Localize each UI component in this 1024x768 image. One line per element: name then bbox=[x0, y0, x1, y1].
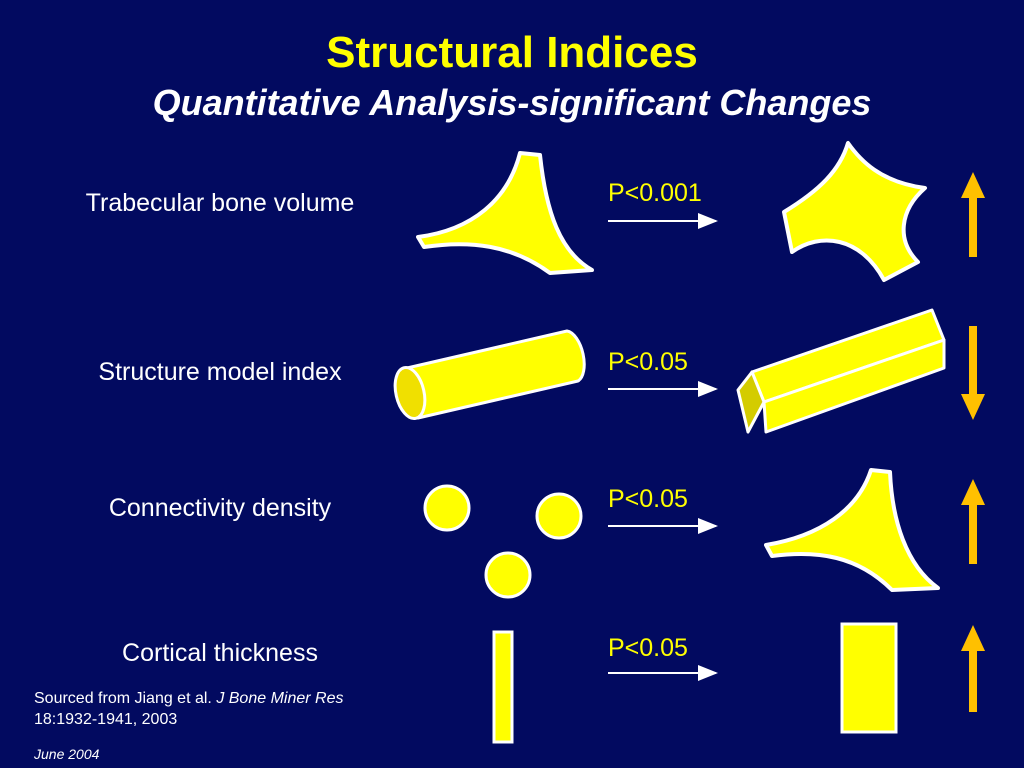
down-arrow-icon bbox=[961, 326, 985, 420]
thick-trabecular-node-icon bbox=[782, 141, 927, 282]
slide-subtitle: Quantitative Analysis-significant Change… bbox=[152, 82, 872, 123]
p-value-trabecular: P<0.001 bbox=[608, 179, 702, 207]
row-label-connectivity-density: Connectivity density bbox=[108, 494, 332, 522]
source-citation: Sourced from Jiang et al. J Bone Miner R… bbox=[34, 688, 454, 730]
slide-title: Structural Indices bbox=[326, 28, 698, 77]
row-label-trabecular-bone-volume: Trabecular bone volume bbox=[85, 189, 355, 217]
thin-trabecular-node-icon bbox=[416, 151, 594, 275]
p-value-cortical: P<0.05 bbox=[608, 634, 688, 662]
rod-cylinder-icon bbox=[393, 329, 586, 421]
plate-prism-icon bbox=[736, 308, 946, 434]
source-journal: J Bone Miner Res bbox=[216, 690, 344, 707]
up-arrow-icon bbox=[961, 479, 985, 564]
p-value-structure-model: P<0.05 bbox=[608, 348, 688, 376]
connected-trabecular-node-icon bbox=[764, 468, 940, 592]
thin-cortex-bar-icon bbox=[492, 630, 514, 744]
source-volume-pages: 18:1932-1941, 2003 bbox=[34, 711, 178, 728]
thick-cortex-bar-icon bbox=[840, 622, 898, 734]
row-label-structure-model-index: Structure model index bbox=[98, 358, 342, 386]
source-prefix: Sourced from Jiang et al. bbox=[34, 690, 217, 707]
up-arrow-icon bbox=[961, 625, 985, 712]
row-label-cortical-thickness: Cortical thickness bbox=[122, 639, 318, 667]
p-value-connectivity: P<0.05 bbox=[608, 485, 688, 513]
slide-date: June 2004 bbox=[34, 746, 100, 762]
disconnected-circles-icon bbox=[423, 484, 583, 599]
up-arrow-icon bbox=[961, 172, 985, 257]
